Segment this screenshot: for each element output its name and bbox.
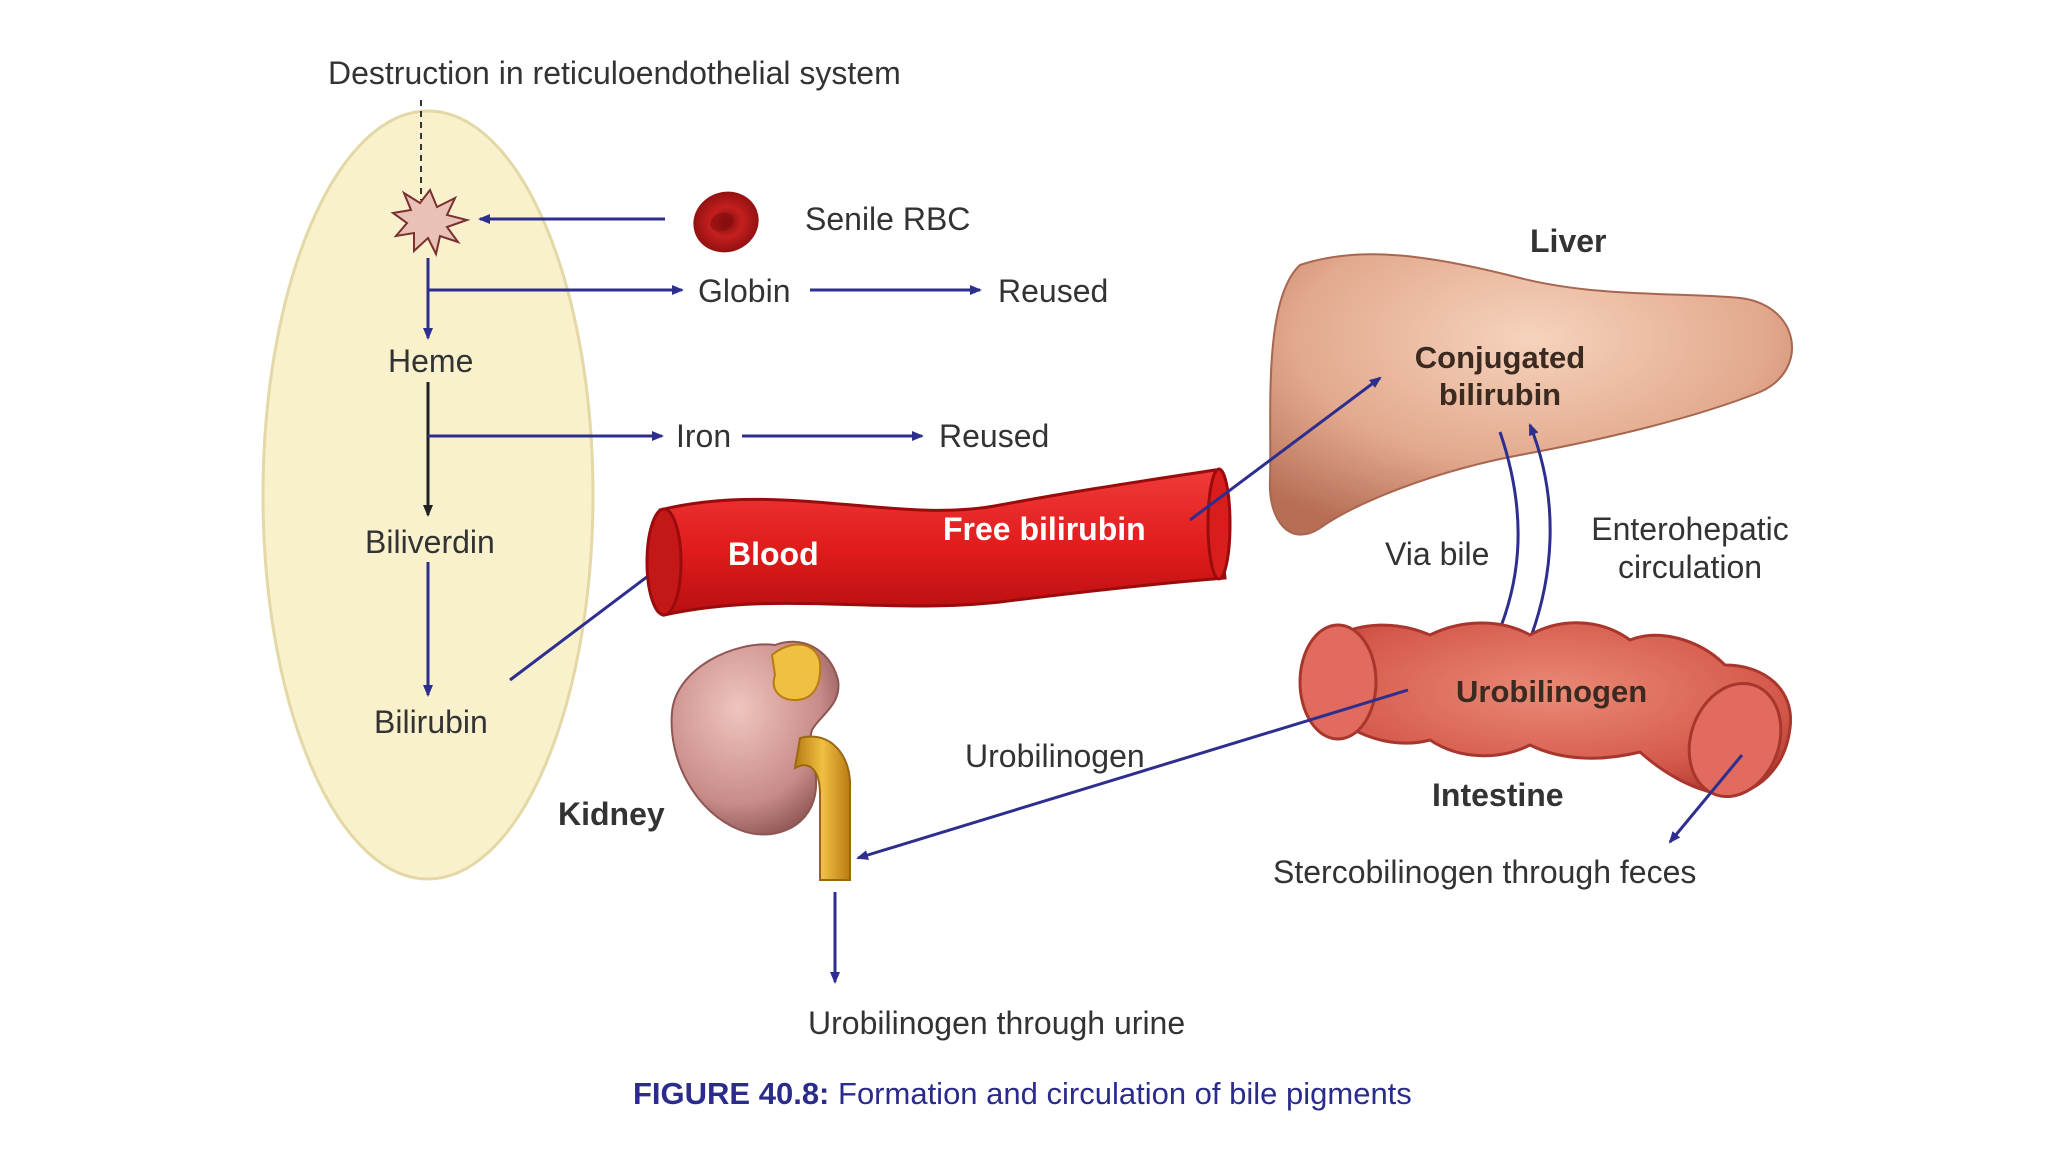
label-reused-iron: Reused <box>939 418 1049 454</box>
blood-vessel-right-end <box>1206 467 1232 581</box>
rbc-center-icon <box>710 212 734 232</box>
intestine-right-opening <box>1687 681 1783 799</box>
label-reused-globin: Reused <box>998 273 1108 309</box>
label-urobilinogen-urine: Urobilinogen through urine <box>808 1005 1185 1041</box>
label-urobilinogen-mid: Urobilinogen <box>965 738 1145 774</box>
arrow-to-feces <box>1668 754 1744 844</box>
rbc-destruction-burst-icon <box>390 188 471 257</box>
figure-caption: FIGURE 40.8: Formation and circulation o… <box>633 1076 1412 1111</box>
adrenal-gland <box>770 643 822 702</box>
blood-vessel <box>658 468 1227 617</box>
label-kidney: Kidney <box>558 796 665 832</box>
label-stercobilinogen: Stercobilinogen through feces <box>1273 854 1696 890</box>
label-conjugated-line1: Conjugated <box>1415 340 1586 375</box>
label-intestine: Intestine <box>1432 777 1564 813</box>
arrow-intestine-to-kidney <box>856 688 1409 860</box>
liver-organ <box>1268 253 1794 536</box>
ureter <box>793 735 852 881</box>
arrow-enterohepatic <box>1523 423 1552 653</box>
label-enterohepatic-line1: Enterohepatic <box>1591 511 1788 547</box>
label-globin: Globin <box>698 273 791 309</box>
label-urobilinogen-intestine: Urobilinogen <box>1456 674 1647 709</box>
arrow-via-bile <box>1488 431 1520 654</box>
label-biliverdin: Biliverdin <box>365 524 495 560</box>
caption-figure-number: FIGURE 40.8: <box>633 1076 829 1111</box>
intestine-organ <box>1310 621 1793 797</box>
intestine-left-opening <box>1298 623 1378 741</box>
caption-text: Formation and circulation of bile pigmen… <box>829 1076 1411 1111</box>
label-bilirubin: Bilirubin <box>374 704 488 740</box>
label-enterohepatic-line2: circulation <box>1618 549 1762 585</box>
label-blood: Blood <box>728 536 819 572</box>
label-conjugated-line2: bilirubin <box>1439 377 1561 412</box>
label-destruction: Destruction in reticuloendothelial syste… <box>328 55 901 91</box>
label-free-bilirubin: Free bilirubin <box>943 511 1146 547</box>
label-iron: Iron <box>676 418 731 454</box>
arrow-blood-to-liver <box>1189 376 1382 522</box>
label-via-bile: Via bile <box>1385 536 1489 572</box>
label-liver: Liver <box>1530 223 1606 259</box>
label-senile-rbc: Senile RBC <box>805 201 970 237</box>
blood-vessel-left-opening <box>645 507 683 617</box>
label-heme: Heme <box>388 343 473 379</box>
